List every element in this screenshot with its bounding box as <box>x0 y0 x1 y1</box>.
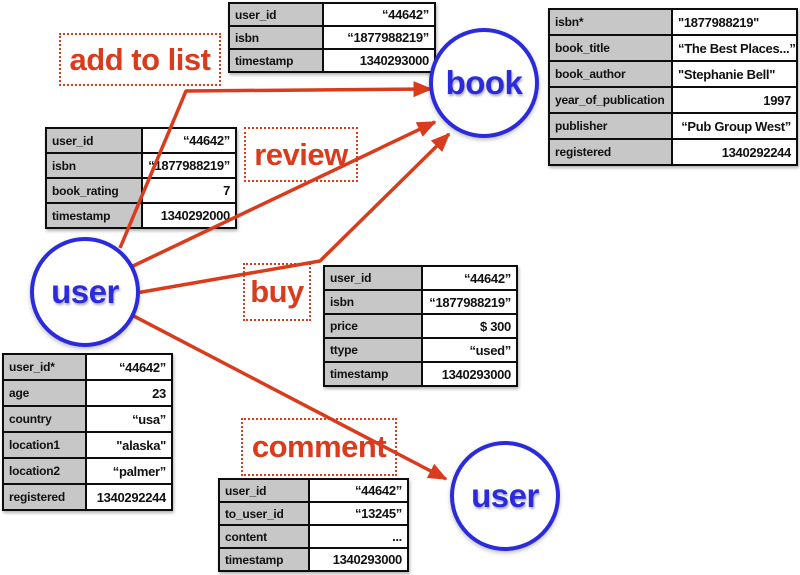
table-cell-value: 1340293000 <box>423 363 516 385</box>
table-cell-value: “1877988219” <box>324 27 434 48</box>
node-book: book <box>429 28 539 138</box>
table-cell-value: "alaska" <box>87 433 171 457</box>
table-cell-label: isbn <box>47 154 141 177</box>
table-cell-value: “44642” <box>324 4 434 25</box>
node-user-target: user <box>450 441 560 551</box>
table-cell-value: 1340293000 <box>310 549 407 570</box>
table-cell-label: user_id <box>220 480 308 501</box>
table-cell-value: ... <box>310 526 407 547</box>
table-cell-label: user_id <box>325 267 421 289</box>
table-cell-value: “44642” <box>87 355 171 379</box>
table-cell-value: "1877988219" <box>673 10 796 34</box>
table-cell-value: “13245” <box>310 503 407 524</box>
table-cell-value: 1340292000 <box>143 204 235 227</box>
table-cell-label: book_title <box>550 36 671 60</box>
node-label: user <box>471 477 539 514</box>
table-cell-label: content <box>220 526 308 547</box>
table-cell-value: 7 <box>143 179 235 202</box>
table-cell-label: book_rating <box>47 179 141 202</box>
table-cell-label: timestamp <box>220 549 308 570</box>
table-cell-value: “44642” <box>423 267 516 289</box>
table-cell-label: book_author <box>550 62 671 86</box>
table-cell-value: “palmer” <box>87 459 171 483</box>
table-cell-label: timestamp <box>325 363 421 385</box>
table-cell-value: 1997 <box>673 88 796 112</box>
table-cell-value: $ 300 <box>423 315 516 337</box>
table-cell-label: user_id <box>47 129 141 152</box>
table-cell-value: “44642” <box>310 480 407 501</box>
table-cell-label: country <box>4 407 85 431</box>
table-cell-value: 1340292244 <box>87 485 171 509</box>
property-table-book-props: isbn*"1877988219"book_title“The Best Pla… <box>548 8 798 166</box>
table-cell-value: “used” <box>423 339 516 361</box>
node-user-source: user <box>30 237 140 347</box>
table-cell-label: to_user_id <box>220 503 308 524</box>
table-cell-value: 1340292244 <box>673 140 796 164</box>
property-table-buy-props: user_id“44642”isbn“1877988219”price$ 300… <box>323 265 518 387</box>
node-label: book <box>445 64 523 101</box>
table-cell-label: isbn <box>230 27 322 48</box>
edge-label-add-to-list: add to list <box>59 33 221 86</box>
edge-label-buy: buy <box>243 263 311 321</box>
table-cell-label: isbn <box>325 291 421 313</box>
table-cell-label: user_id <box>230 4 322 25</box>
table-cell-value: “1877988219” <box>143 154 235 177</box>
table-cell-label: age <box>4 381 85 405</box>
table-cell-label: year_of_publication <box>550 88 671 112</box>
table-cell-label: timestamp <box>230 50 322 71</box>
table-cell-value: “Pub Group West” <box>673 114 796 138</box>
table-cell-label: price <box>325 315 421 337</box>
table-cell-value: 1340293000 <box>324 50 434 71</box>
table-cell-value: “The Best Places...” <box>673 36 796 60</box>
node-label: user <box>51 273 119 310</box>
property-table-comment-props: user_id“44642”to_user_id“13245”content..… <box>218 478 409 572</box>
table-cell-label: registered <box>550 140 671 164</box>
table-cell-label: user_id* <box>4 355 85 379</box>
table-cell-label: publisher <box>550 114 671 138</box>
table-cell-value: “1877988219” <box>423 291 516 313</box>
table-cell-value: "Stephanie Bell" <box>673 62 796 86</box>
table-cell-label: location2 <box>4 459 85 483</box>
table-cell-label: ttype <box>325 339 421 361</box>
edge-label-comment: comment <box>241 418 397 476</box>
table-cell-label: timestamp <box>47 204 141 227</box>
table-cell-value: “usa” <box>87 407 171 431</box>
table-cell-label: isbn* <box>550 10 671 34</box>
table-cell-value: “44642” <box>143 129 235 152</box>
table-cell-label: location1 <box>4 433 85 457</box>
table-cell-value: 23 <box>87 381 171 405</box>
edge-label-review: review <box>244 127 358 182</box>
property-table-review-props: user_id“44642”isbn“1877988219”book_ratin… <box>45 127 237 229</box>
table-cell-label: registered <box>4 485 85 509</box>
